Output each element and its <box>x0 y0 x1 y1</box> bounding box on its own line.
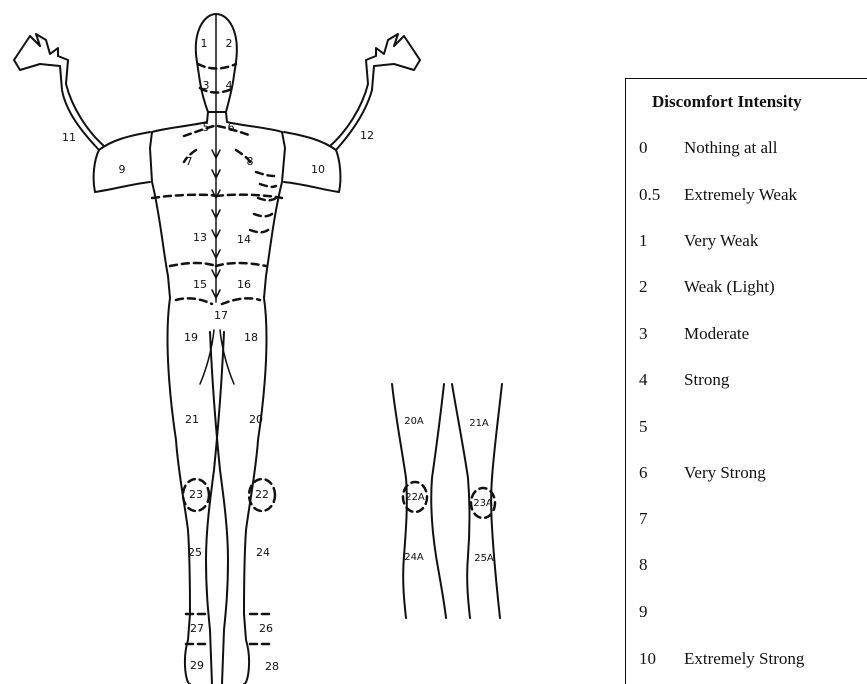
region-label-12: 12 <box>360 129 374 142</box>
legend-top-border <box>625 78 867 79</box>
legend-title: Discomfort Intensity <box>652 92 802 112</box>
region-label-22A: 22A <box>405 492 425 503</box>
region-label-3: 3 <box>203 79 210 92</box>
front-region-labels: 1 2 3 4 5 6 7 8 9 10 11 12 13 14 15 16 1… <box>62 37 374 673</box>
region-label-8: 8 <box>247 155 254 168</box>
legend-value: 1 <box>639 231 684 251</box>
region-label-14: 14 <box>237 233 251 246</box>
legend-label: Extremely Strong <box>684 649 804 669</box>
region-label-15: 15 <box>193 278 207 291</box>
region-label-25: 25 <box>188 546 202 559</box>
region-label-4: 4 <box>226 79 233 92</box>
region-label-5: 5 <box>203 121 210 134</box>
legend-value: 9 <box>639 602 684 622</box>
legend-value: 5 <box>639 417 684 437</box>
legend-value: 0.5 <box>639 185 684 205</box>
legend-label: Strong <box>684 370 729 390</box>
region-label-29: 29 <box>190 659 204 672</box>
legend-value: 0 <box>639 138 684 158</box>
legend-value: 6 <box>639 463 684 483</box>
legend-label: Very Strong <box>684 463 766 483</box>
legend-value: 4 <box>639 370 684 390</box>
legend-value: 8 <box>639 555 684 575</box>
region-label-23: 23 <box>189 488 203 501</box>
region-label-22: 22 <box>255 488 269 501</box>
region-label-23A: 23A <box>473 498 493 509</box>
region-label-17: 17 <box>214 309 228 322</box>
region-label-25A: 25A <box>474 553 494 564</box>
region-label-19: 19 <box>184 331 198 344</box>
legend-value: 7 <box>639 509 684 529</box>
legend-row: 5 <box>639 417 684 437</box>
region-label-21: 21 <box>185 413 199 426</box>
region-label-6: 6 <box>228 121 235 134</box>
region-label-21A: 21A <box>469 418 489 429</box>
region-label-20: 20 <box>249 413 263 426</box>
legend-label: Nothing at all <box>684 138 777 158</box>
region-label-13: 13 <box>193 231 207 244</box>
legend-value: 2 <box>639 277 684 297</box>
region-label-7: 7 <box>186 155 193 168</box>
region-label-24A: 24A <box>404 552 424 563</box>
region-label-9: 9 <box>119 163 126 176</box>
legend-row: 9 <box>639 602 684 622</box>
legend-value: 10 <box>639 649 684 669</box>
legend-left-border <box>625 78 626 684</box>
region-label-28: 28 <box>265 660 279 673</box>
legend-label: Moderate <box>684 324 749 344</box>
region-label-11: 11 <box>62 131 76 144</box>
region-label-24: 24 <box>256 546 270 559</box>
region-label-1: 1 <box>201 37 208 50</box>
region-label-26: 26 <box>259 622 273 635</box>
legend-row: 7 <box>639 509 684 529</box>
back-knee-region-labels: 20A 21A 22A 23A 24A 25A <box>404 416 494 564</box>
region-label-18: 18 <box>244 331 258 344</box>
legend-row: 8 <box>639 555 684 575</box>
region-label-16: 16 <box>237 278 251 291</box>
legend-value: 3 <box>639 324 684 344</box>
region-label-2: 2 <box>226 37 233 50</box>
region-label-10: 10 <box>311 163 325 176</box>
front-body-figure <box>14 14 420 684</box>
region-label-20A: 20A <box>404 416 424 427</box>
legend-label: Extremely Weak <box>684 185 797 205</box>
legend-label: Very Weak <box>684 231 758 251</box>
region-label-27: 27 <box>190 622 204 635</box>
legend-label: Weak (Light) <box>684 277 775 297</box>
